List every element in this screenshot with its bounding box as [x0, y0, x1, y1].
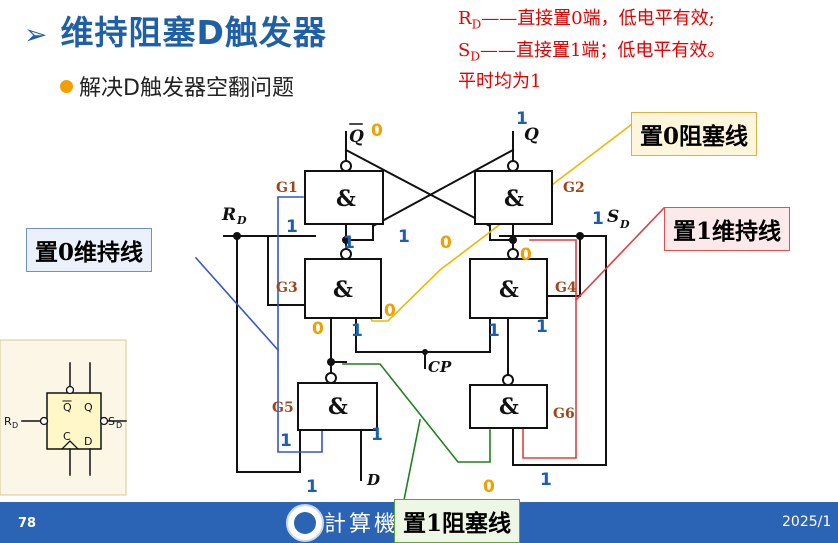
rd-note-label: R — [458, 8, 472, 29]
gate-g5 — [297, 382, 378, 431]
gate-g3 — [304, 258, 382, 319]
flipflop-symbol-box: Q Q C D R D S D — [0, 339, 127, 496]
gate-g2 — [474, 170, 553, 225]
g5-in-value: 1 — [280, 431, 292, 451]
g1-bubble — [340, 160, 352, 172]
g1-feedback-value: 1 — [398, 227, 410, 247]
callout-keep-0-line: 置0维持线 — [26, 228, 153, 272]
gate-bodies — [297, 170, 553, 431]
rd-note: RD——直接置0端，低电平有效; — [458, 6, 725, 38]
q-output-label: Q — [524, 125, 539, 145]
pin-notes: RD——直接置0端，低电平有效; SD——直接置1端；低电平有效。 平时均为1 — [458, 6, 725, 95]
college-logo-icon — [286, 504, 324, 542]
g3-label: G3 — [276, 280, 298, 296]
sd-input-sub: D — [619, 218, 630, 231]
colored-wires — [194, 116, 666, 501]
sd-note: SD——直接置1端；低电平有效。 — [458, 38, 725, 70]
g1-rd-value: 1 — [286, 217, 298, 237]
g2-symbol: & — [504, 186, 524, 212]
subtitle-bullet: 解决D触发器空翻问题 — [60, 70, 294, 102]
title-text: 维持阻塞D触发器 — [60, 13, 327, 52]
g5-bubble — [325, 372, 337, 384]
g6-symbol: & — [499, 394, 519, 420]
g6-bottom-value: 1 — [540, 470, 552, 490]
sd-note-label: S — [458, 39, 471, 61]
d-input-label: D — [366, 471, 380, 489]
sd-note-text: ——直接置1端；低电平有效。 — [479, 39, 726, 61]
g4-symbol: & — [499, 277, 519, 303]
g4-bubble — [507, 248, 519, 260]
box-sd-sub: D — [116, 421, 122, 430]
gate-g4 — [469, 258, 548, 319]
g4-in-b-value: 1 — [536, 317, 548, 337]
g4-in-a-value: 1 — [488, 321, 500, 341]
subtitle-text: 解决D触发器空翻问题 — [79, 76, 294, 101]
q-value: 1 — [516, 109, 528, 129]
gate-g6 — [469, 384, 548, 429]
box-c-label: C — [63, 430, 71, 443]
g2-label: G2 — [563, 180, 585, 196]
g3-yellow-value: 0 — [384, 301, 396, 321]
slide-title: ➢ 维持阻塞D触发器 — [24, 6, 327, 54]
sd-input-label: S — [607, 207, 619, 227]
rd-note-text: ——直接置0端，低电平有效; — [481, 8, 715, 29]
gate-labels: G1 G2 G3 G4 G5 G6 — [272, 180, 585, 422]
qbar-value: 0 — [371, 121, 383, 141]
g6-in-value: 0 — [483, 477, 495, 497]
gate-symbols: & & & & & & — [328, 186, 524, 420]
g6-bubble — [502, 374, 514, 386]
g4-label: G4 — [555, 280, 577, 296]
g2-bubble — [507, 160, 519, 172]
g3-left-value: 0 — [312, 319, 324, 339]
g5-d-value: 1 — [371, 425, 383, 445]
callout-block-1-line: 置1阻塞线 — [394, 499, 521, 543]
qbar-output-label: Q — [349, 127, 364, 147]
g5-bottom-value: 1 — [306, 477, 318, 497]
cross-g2-value: 0 — [440, 233, 452, 253]
g1-label: G1 — [276, 180, 298, 196]
callout-block-0-line: 置0阻塞线 — [631, 112, 758, 156]
sd-value: 1 — [592, 209, 604, 229]
signal-labels: Q Q R D S D CP D — [221, 123, 630, 489]
g1-symbol: & — [336, 186, 356, 212]
g3-symbol: & — [333, 277, 353, 303]
box-qbar-label: Q — [63, 401, 72, 414]
g3-d-value: 1 — [351, 321, 363, 341]
logic-values-orange: 0 0 0 0 0 0 — [312, 121, 532, 497]
g5-label: G5 — [272, 400, 294, 416]
box-d-label: D — [84, 435, 92, 448]
rd-input-sub: D — [236, 214, 247, 227]
page-number: 78 — [18, 516, 37, 531]
cp-input-label: CP — [428, 358, 452, 376]
box-q-label: Q — [84, 401, 93, 414]
sd-note-sub: D — [470, 49, 480, 64]
box-rd-label: R — [4, 415, 12, 428]
bullet-dot-icon — [60, 80, 73, 93]
g1-to-g3-value: 1 — [343, 233, 355, 253]
junction-dots — [233, 232, 584, 366]
normal-state-note: 平时均为1 — [458, 71, 542, 93]
slide-date: 2025/1 — [782, 514, 832, 530]
gate-g1 — [304, 170, 384, 225]
logic-values-blue: 1 1 1 1 1 1 1 1 1 1 1 1 — [280, 109, 604, 497]
callout-keep-1-line: 置1维持线 — [664, 207, 791, 251]
g6-label: G6 — [553, 406, 575, 422]
rd-input-label: R — [221, 205, 236, 225]
arrow-bullet-icon: ➢ — [24, 18, 49, 51]
rd-note-sub: D — [471, 17, 482, 32]
g2-g4-value: 0 — [520, 245, 532, 265]
box-sd-label: S — [108, 415, 115, 428]
box-rd-sub: D — [12, 421, 18, 430]
g5-symbol: & — [328, 394, 348, 420]
